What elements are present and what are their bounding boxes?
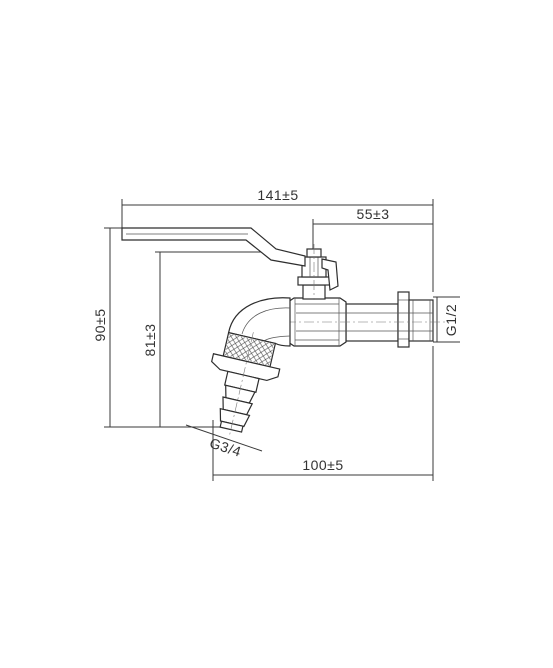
dimension-line	[185, 424, 263, 452]
inlet-thread	[408, 299, 434, 342]
inlet-pipe	[345, 291, 434, 348]
dimension-label-inlet-thread: G1/2	[443, 304, 459, 336]
outlet-connector	[211, 331, 281, 436]
inlet-tube	[345, 303, 399, 342]
dimension-label-overall-height: 90±5	[92, 308, 108, 341]
lever-handle	[121, 227, 339, 291]
dimension-handle-height: 81±3	[142, 251, 262, 427]
valve-part-drawing	[121, 227, 446, 436]
elbow-inner-line	[241, 307, 291, 335]
hose-barb	[219, 407, 251, 428]
valve-stem	[297, 244, 331, 300]
dimension-inlet-thread: G1/2	[433, 296, 460, 343]
dimension-stem-offset: 55±3	[312, 206, 433, 249]
outlet-flange	[211, 353, 281, 382]
dimension-label-overall-length: 141±5	[257, 187, 298, 203]
dimension-label-stem-offset: 55±3	[356, 206, 389, 222]
dimension-outlet-length: 100±5	[212, 346, 434, 481]
dimension-overall-length: 141±5	[121, 187, 434, 292]
handle-tab	[321, 258, 339, 291]
dimension-label-handle-height: 81±3	[142, 323, 158, 356]
dimension-overall-height: 90±5	[92, 227, 222, 428]
elbow-inner-line	[263, 335, 291, 342]
dimension-outlet-thread: G3/4	[185, 424, 263, 460]
dimension-label-outlet-length: 100±5	[302, 457, 343, 473]
handle-bar	[121, 227, 306, 267]
